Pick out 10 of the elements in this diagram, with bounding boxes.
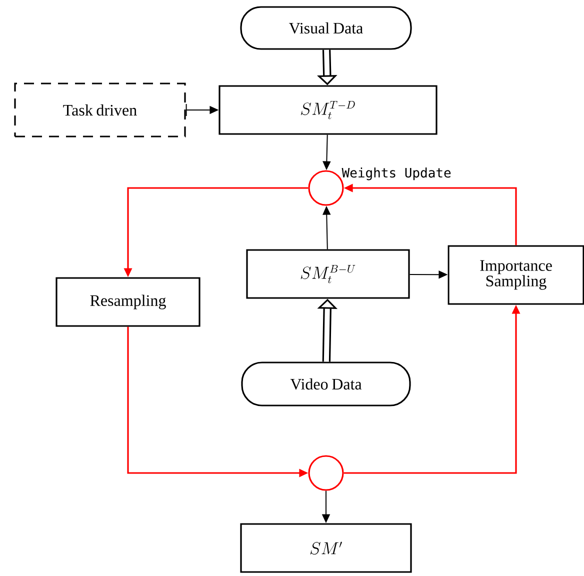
process-box: $SM'$ bbox=[240, 523, 412, 573]
terminal-box: Visual Data bbox=[240, 6, 412, 50]
process-box: Importance Sampling bbox=[448, 245, 584, 305]
terminal-box: Video Data bbox=[241, 362, 411, 406]
junction-circle bbox=[308, 455, 344, 491]
edge-label: Weights Update bbox=[342, 168, 451, 180]
dashed-box: Task driven bbox=[14, 82, 186, 138]
process-box: Resampling bbox=[56, 277, 200, 327]
process-box: $SM_t^{T-D}$ bbox=[218, 85, 438, 135]
process-box: $SM_t^{B-U}$ bbox=[246, 249, 410, 299]
